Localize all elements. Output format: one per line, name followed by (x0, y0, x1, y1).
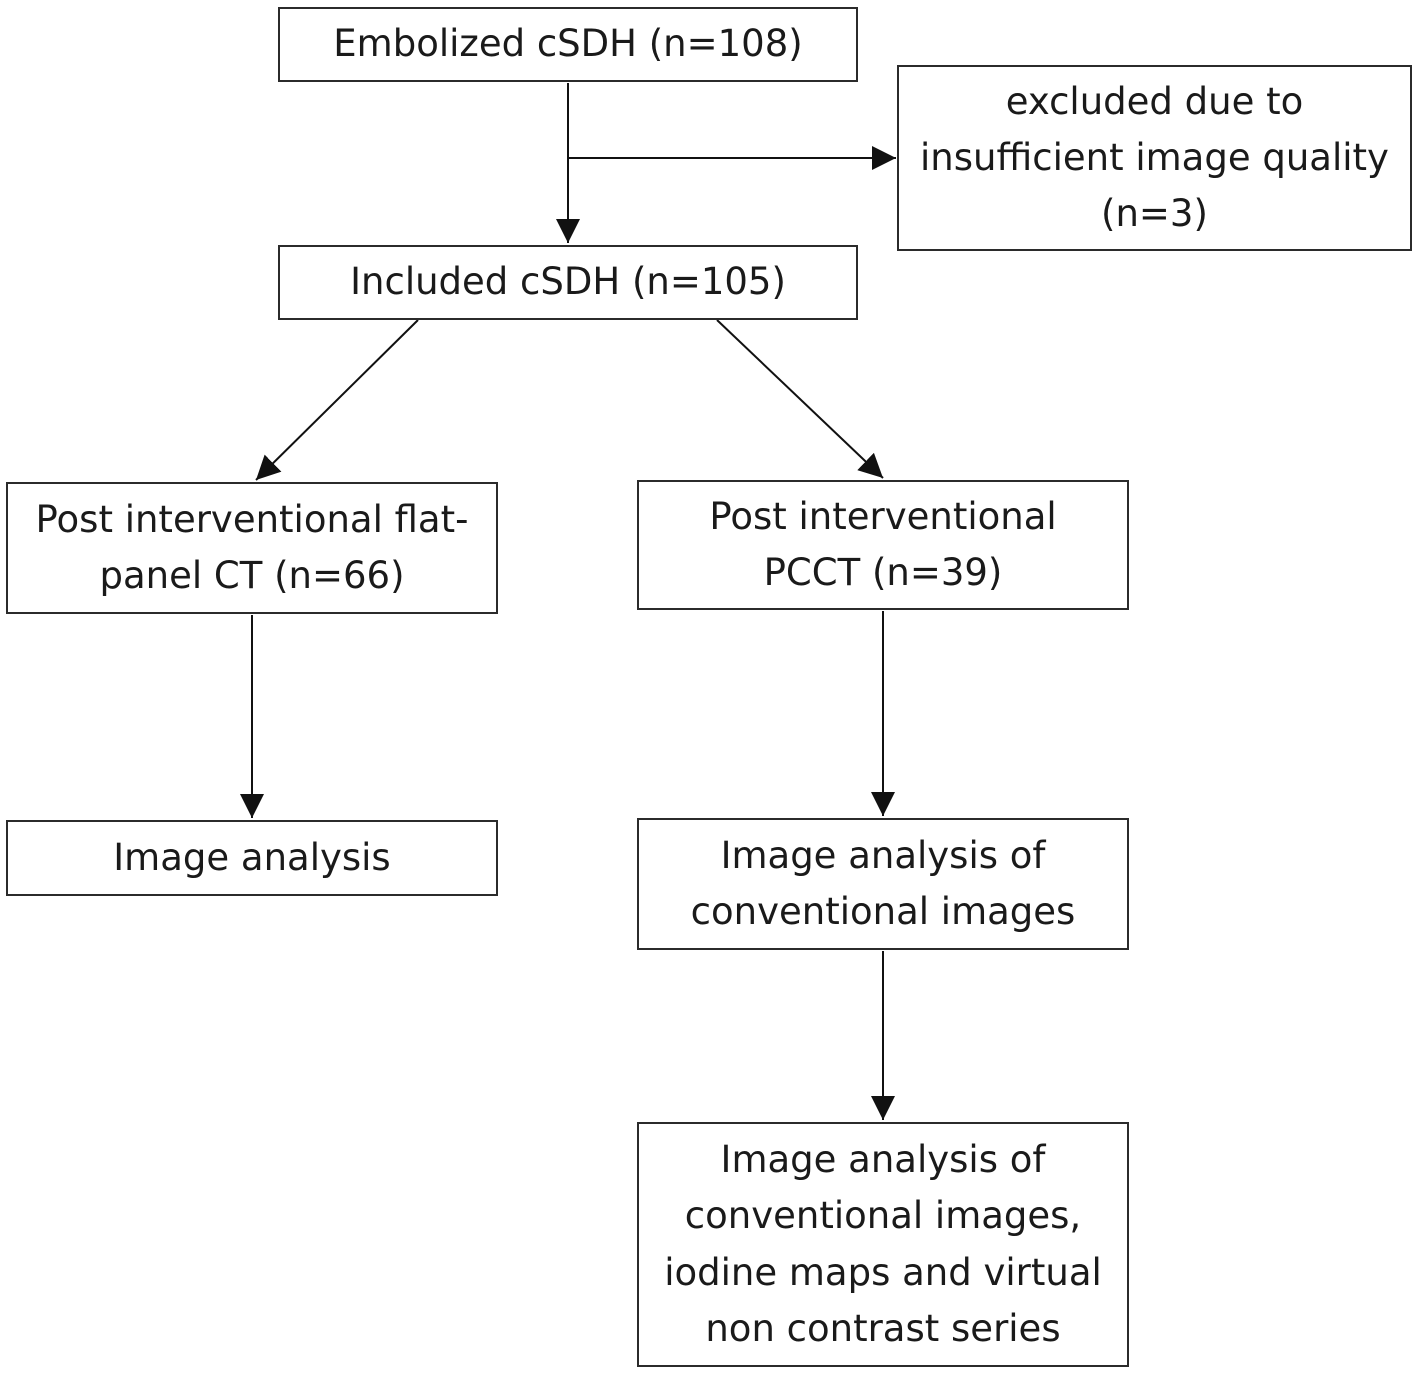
node-image-analysis: Image analysis (6, 820, 498, 896)
node-text-line: conventional images, (684, 1194, 1082, 1238)
node-included-csdh: Included cSDH (n=105) (278, 245, 858, 320)
node-text-line: Post interventional flat- (35, 497, 469, 541)
node-flat-panel-ct: Post interventional flat- panel CT (n=66… (6, 482, 498, 614)
node-image-analysis-conventional: Image analysis of conventional images (637, 818, 1129, 950)
node-text-line: insufficient image quality (920, 135, 1389, 179)
node-text-line: non contrast series (705, 1306, 1061, 1350)
node-text-line: PCCT (n=39) (763, 551, 1003, 594)
node-image-analysis-full: Image analysis of conventional images, i… (637, 1122, 1129, 1367)
node-text-line: excluded due to (1005, 79, 1304, 123)
node-pcct: Post interventional PCCT (n=39) (637, 480, 1129, 610)
node-text-line: Post interventional (709, 494, 1057, 538)
edge-included-to-flatpanel (255, 319, 419, 481)
node-text-line: panel CT (n=66) (99, 554, 405, 597)
node-text-line: Image analysis of (720, 1138, 1046, 1182)
node-embolized-csdh: Embolized cSDH (n=108) (278, 7, 858, 82)
edge-included-to-pcct (716, 319, 884, 479)
node-text-line: Embolized cSDH (n=108) (333, 22, 803, 66)
node-text-line: Included cSDH (n=105) (350, 260, 786, 304)
node-text-line: Image analysis of (720, 833, 1046, 877)
node-excluded: excluded due to insufficient image quali… (897, 65, 1412, 251)
node-text-line: (n=3) (1101, 192, 1208, 236)
node-text-line: Image analysis (113, 835, 391, 879)
node-text-line: conventional images (690, 890, 1076, 933)
node-text-line: iodine maps and virtual (664, 1250, 1102, 1294)
